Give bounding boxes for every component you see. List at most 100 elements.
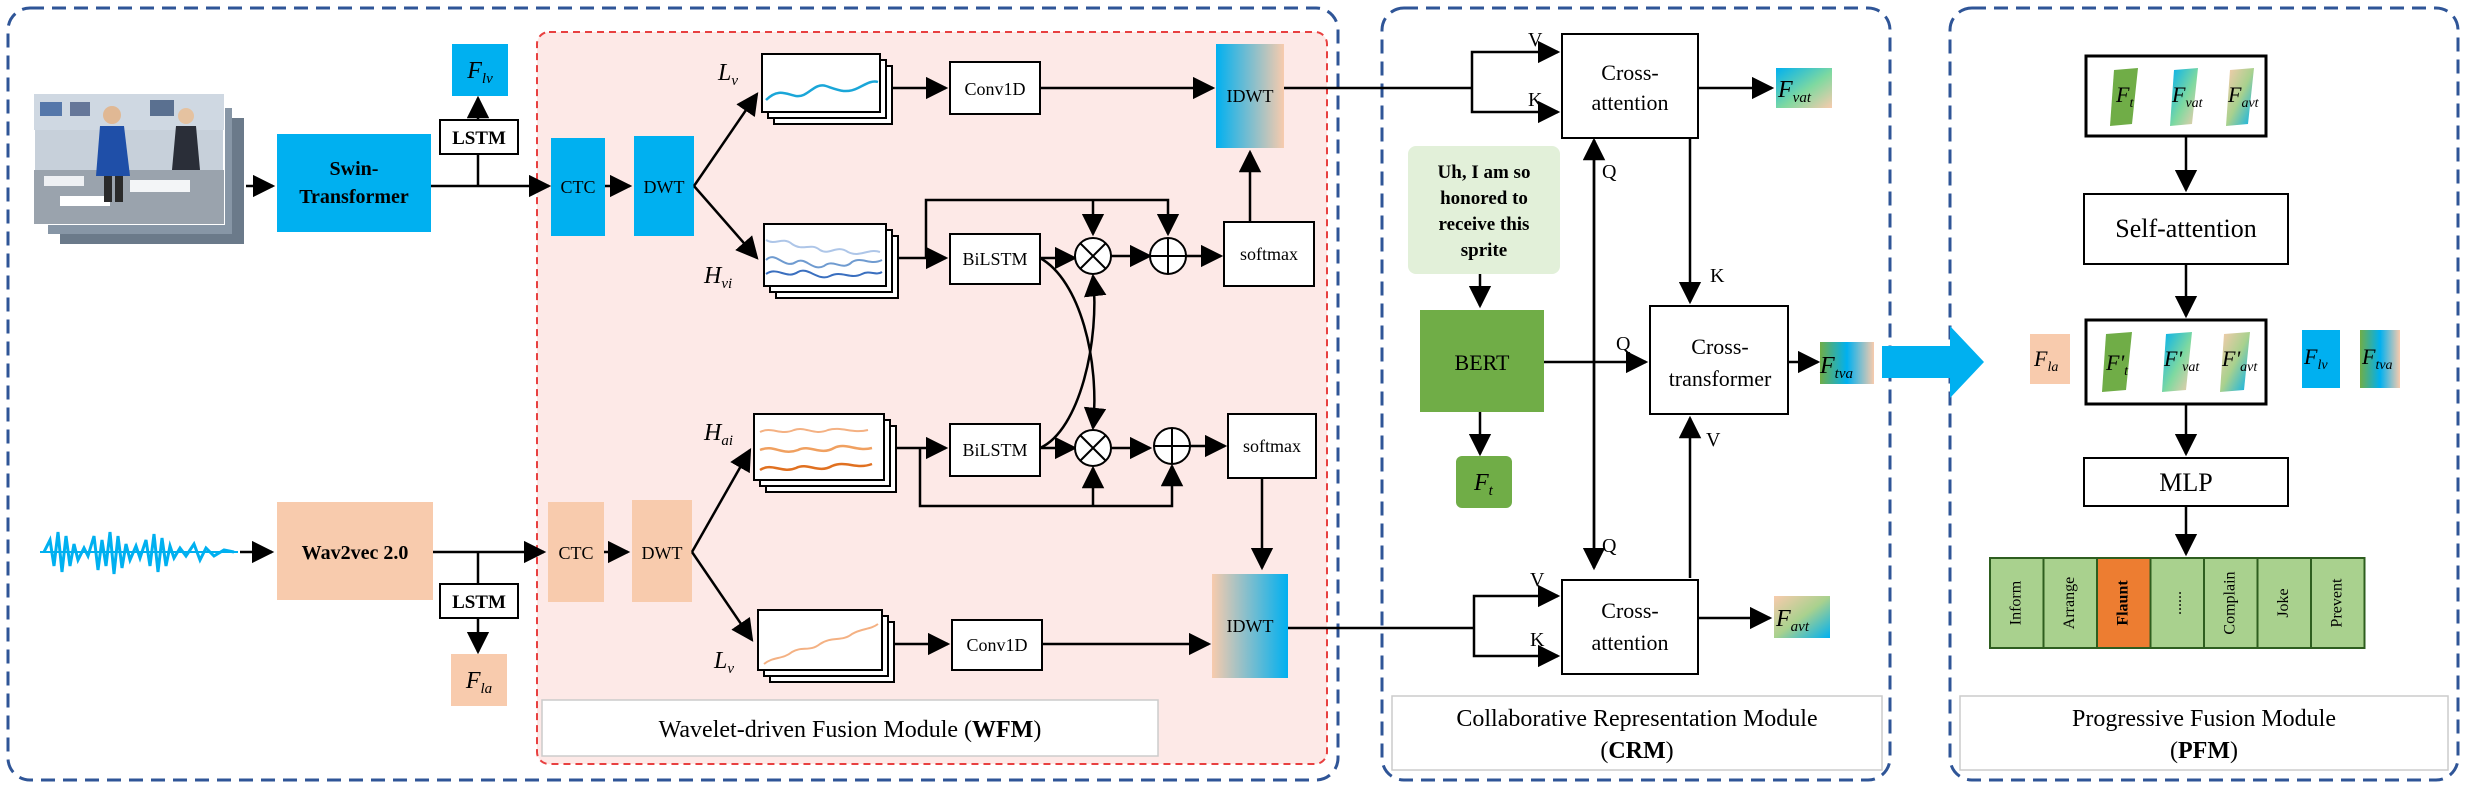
- pfm-caption-line-1: Progressive Fusion Module: [2072, 706, 2336, 732]
- mlp-label: MLP: [2159, 468, 2212, 497]
- v-top-label: V: [1528, 29, 1543, 51]
- bilstm-top-box: [949, 233, 1041, 285]
- conv1d-bottom-label: Conv1D: [966, 635, 1027, 655]
- softmax-bottom-label: softmax: [1243, 436, 1301, 456]
- f-vat-feature: [1776, 68, 1832, 108]
- dwt-audio-box: [632, 500, 692, 602]
- cross-attention-top-label-2: attention: [1592, 90, 1669, 115]
- swin-label-2: Transformer: [299, 186, 409, 208]
- pfm-mid-features: Fla F't F'vat F'avt Flv Ftva: [2030, 330, 2400, 392]
- intent-class-cell: [2203, 557, 2259, 649]
- f-lv-feature: [452, 44, 508, 96]
- crm-caption-line-2: (CRM): [1600, 738, 1673, 764]
- hvi-signal-stack: [763, 223, 899, 299]
- v-transformer-label: V: [1706, 429, 1721, 451]
- left-panel: [6, 6, 1340, 782]
- utterance-line-3: receive this: [1439, 214, 1530, 235]
- idwt-top-label: IDWT: [1227, 86, 1274, 106]
- bert-label: BERT: [1455, 350, 1510, 375]
- wfm-caption-box: [541, 699, 1159, 757]
- crm-panel: [1380, 6, 1892, 782]
- softmax-bottom-box: [1227, 413, 1317, 479]
- hvi-label: Hvi: [703, 263, 732, 292]
- audio-lstm-label: LSTM: [452, 592, 506, 613]
- softmax-top-label: softmax: [1240, 244, 1298, 264]
- cross-attention-bottom-label-2: attention: [1592, 630, 1669, 655]
- intent-class-cell: [1989, 557, 2045, 649]
- conv1d-top-box: [949, 61, 1041, 115]
- intent-class-row: Inform Arrange Flaunt...... Complain Joke Pre…: [1989, 557, 2366, 649]
- cross-attention-top-label-1: Cross-: [1601, 60, 1658, 85]
- wfm-caption: Wavelet-driven Fusion Module (WFM): [659, 717, 1042, 743]
- intent-class-label: Inform: [2007, 580, 2024, 625]
- intent-class-cell: [2096, 557, 2152, 649]
- ctc-audio-box: [548, 502, 604, 602]
- utterance-line-2: honored to: [1440, 188, 1528, 209]
- intent-class-cell: [2149, 557, 2205, 649]
- dwt-video-box: [634, 136, 694, 236]
- audio-waveform: [40, 531, 238, 575]
- f-tva-feature: [1820, 342, 1874, 384]
- intent-class-label: Prevent: [2328, 578, 2345, 627]
- utterance-line-1: Uh, I am so: [1438, 162, 1531, 183]
- dwt-audio-label: DWT: [642, 543, 683, 563]
- f-tva-label: Ftva: [1819, 353, 1853, 382]
- crm-caption-box: [1391, 695, 1883, 771]
- f-t-label: Ft: [1473, 470, 1494, 499]
- q-transformer-label: Q: [1616, 333, 1631, 355]
- crm-caption-line-1: Collaborative Representation Module: [1456, 706, 1817, 732]
- f-avt-label: Favt: [1775, 606, 1810, 635]
- softmax-top-box: [1223, 221, 1315, 287]
- video-frames: [33, 93, 244, 244]
- idwt-bottom-box: [1212, 574, 1288, 678]
- intent-class-label: Flaunt: [2114, 580, 2131, 626]
- wav2vec-box: [277, 502, 433, 600]
- f-avt-feature: [1774, 596, 1830, 638]
- intent-class-label: Joke: [2275, 588, 2292, 617]
- lv-top-signal-stack: [761, 53, 893, 125]
- cross-transformer-label-1: Cross-: [1691, 334, 1748, 359]
- swin-transformer-box: [277, 134, 431, 232]
- f-t-feature: [1456, 456, 1512, 508]
- intent-class-label: ......: [2168, 591, 2185, 615]
- utterance-line-4: sprite: [1461, 240, 1507, 261]
- intent-class-label: Arrange: [2061, 577, 2078, 629]
- audio-lstm-box: [439, 583, 519, 619]
- f-lv-label: Flv: [466, 58, 493, 87]
- cross-transformer-label-2: transformer: [1669, 366, 1772, 391]
- q-top-label: Q: [1602, 161, 1617, 183]
- pfm-caption-line-2: (PFM): [2170, 738, 2238, 764]
- swin-label-1: Swin-: [330, 158, 379, 180]
- lv-top-label: Lv: [717, 60, 738, 89]
- k-transformer-label: K: [1710, 265, 1725, 287]
- ctc-video-label: CTC: [560, 177, 595, 197]
- v-bottom-label: V: [1530, 569, 1545, 591]
- idwt-bottom-label: IDWT: [1227, 616, 1274, 636]
- self-attention-label: Self-attention: [2115, 214, 2257, 243]
- self-attention-box: [2083, 193, 2289, 265]
- pfm-top-features: Ft Fvat Favt: [2110, 68, 2260, 126]
- cross-attention-bottom-label-1: Cross-: [1601, 598, 1658, 623]
- bilstm-top-label: BiLSTM: [962, 249, 1027, 269]
- intent-class-cell: [2310, 557, 2366, 649]
- k-top-label: K: [1528, 89, 1543, 111]
- f-la-feature: [451, 654, 507, 706]
- q-bottom-label: Q: [1602, 535, 1617, 557]
- idwt-top-box: [1216, 44, 1284, 148]
- hai-label: Hai: [703, 420, 733, 449]
- wfm-panel: [536, 31, 1328, 765]
- bilstm-bottom-box: [949, 423, 1041, 477]
- pfm-caption-box: [1959, 695, 2449, 771]
- f-vat-label: Fvat: [1777, 77, 1812, 106]
- transition-arrow: [1882, 326, 1984, 398]
- conv1d-bottom-box: [951, 619, 1043, 671]
- hai-signal-stack: [753, 413, 897, 493]
- cross-attention-bottom-box: [1561, 579, 1699, 675]
- lv-bottom-signal-stack: [757, 609, 895, 683]
- conv1d-top-label: Conv1D: [964, 79, 1025, 99]
- bilstm-bottom-label: BiLSTM: [962, 440, 1027, 460]
- ctc-audio-label: CTC: [558, 543, 593, 563]
- video-lstm-label: LSTM: [452, 128, 506, 149]
- intent-class-label: Complain: [2221, 571, 2238, 634]
